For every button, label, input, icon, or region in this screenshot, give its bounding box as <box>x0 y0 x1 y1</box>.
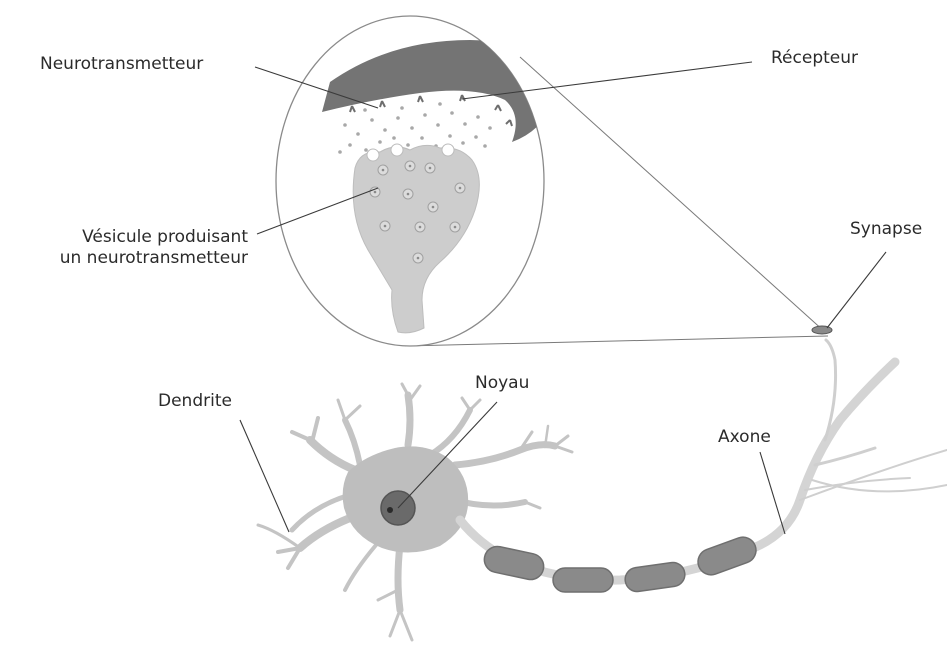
label-receptor: Récepteur <box>771 48 858 69</box>
label-axon: Axone <box>718 427 771 448</box>
label-vesicle-line2: un neurotransmetteur <box>0 248 248 269</box>
neuron <box>258 326 947 640</box>
label-neurotransmitter: Neurotransmetteur <box>40 54 203 75</box>
axon-terminals <box>800 340 947 500</box>
label-dendrite: Dendrite <box>158 391 232 412</box>
label-vesicle-line1: Vésicule produisant <box>0 227 248 248</box>
label-nucleus: Noyau <box>475 373 529 394</box>
nucleolus <box>387 507 393 513</box>
synapse-marker <box>812 326 832 334</box>
axon <box>460 362 895 580</box>
synapse-zoom-circle <box>276 16 556 346</box>
label-synapse: Synapse <box>850 219 922 240</box>
